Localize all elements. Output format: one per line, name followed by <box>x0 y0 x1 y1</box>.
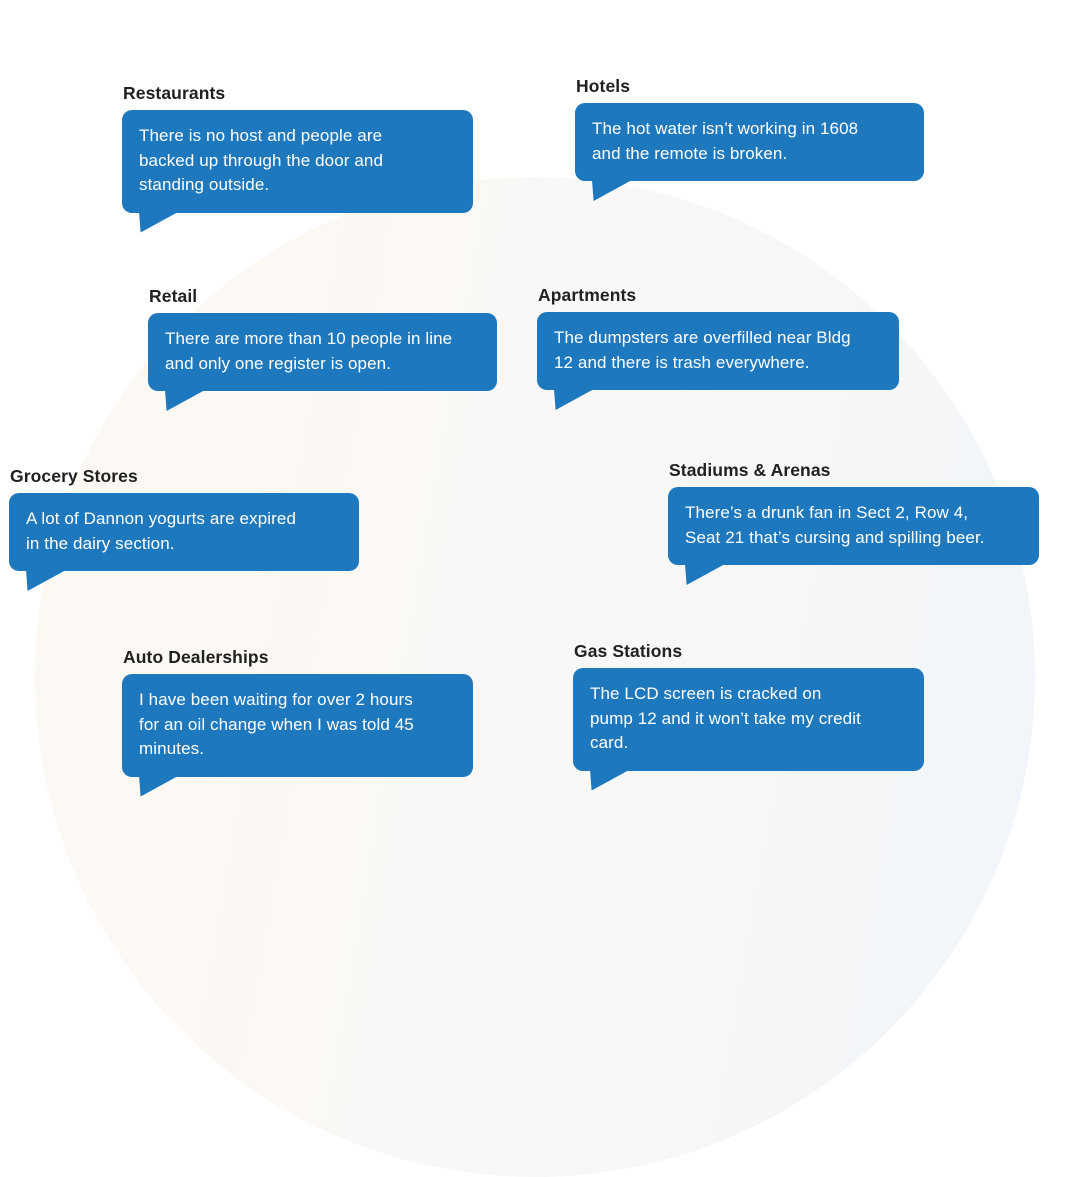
complaint-text: The LCD screen is cracked on pump 12 and… <box>590 684 861 752</box>
category-card-gas-stations: Gas Stations The LCD screen is cracked o… <box>573 641 924 791</box>
category-card-grocery-stores: Grocery Stores A lot of Dannon yogurts a… <box>9 466 359 591</box>
complaint-text: The hot water isn’t working in 1608 and … <box>592 119 859 163</box>
category-card-hotels: Hotels The hot water isn’t working in 16… <box>575 76 924 201</box>
complaint-text: A lot of Dannon yogurts are expired in t… <box>26 509 296 553</box>
speech-bubble: A lot of Dannon yogurts are expired in t… <box>9 493 359 591</box>
category-card-stadiums-arenas: Stadiums & Arenas There’s a drunk fan in… <box>668 460 1039 585</box>
complaint-text: I have been waiting for over 2 hours for… <box>139 690 414 758</box>
speech-bubble: There is no host and people are backed u… <box>122 110 473 233</box>
category-card-apartments: Apartments The dumpsters are overfilled … <box>537 285 899 410</box>
category-label: Auto Dealerships <box>123 647 269 667</box>
speech-bubble: The LCD screen is cracked on pump 12 and… <box>573 668 924 791</box>
category-card-retail: Retail There are more than 10 people in … <box>148 286 497 411</box>
speech-bubble: I have been waiting for over 2 hours for… <box>122 674 473 797</box>
speech-bubble: The dumpsters are overfilled near Bldg 1… <box>537 312 899 410</box>
speech-bubble: There’s a drunk fan in Sect 2, Row 4, Se… <box>668 487 1039 585</box>
category-label: Retail <box>149 286 198 306</box>
complaint-text: There’s a drunk fan in Sect 2, Row 4, Se… <box>685 503 985 547</box>
category-label: Apartments <box>538 285 637 305</box>
category-label: Restaurants <box>123 83 226 103</box>
category-label: Gas Stations <box>574 641 683 661</box>
category-label: Stadiums & Arenas <box>669 460 831 480</box>
category-card-restaurants: Restaurants There is no host and people … <box>122 83 473 233</box>
speech-bubble-tail-icon <box>139 211 179 233</box>
category-label: Grocery Stores <box>10 466 138 486</box>
category-card-auto-dealerships: Auto Dealerships I have been waiting for… <box>122 647 473 797</box>
complaint-text: There is no host and people are backed u… <box>139 126 384 194</box>
speech-bubble: The hot water isn’t working in 1608 and … <box>575 103 924 201</box>
speech-bubble: There are more than 10 people in line an… <box>148 313 497 411</box>
category-label: Hotels <box>576 76 631 96</box>
complaint-text: There are more than 10 people in line an… <box>165 329 453 373</box>
complaint-text: The dumpsters are overfilled near Bldg 1… <box>554 328 851 372</box>
